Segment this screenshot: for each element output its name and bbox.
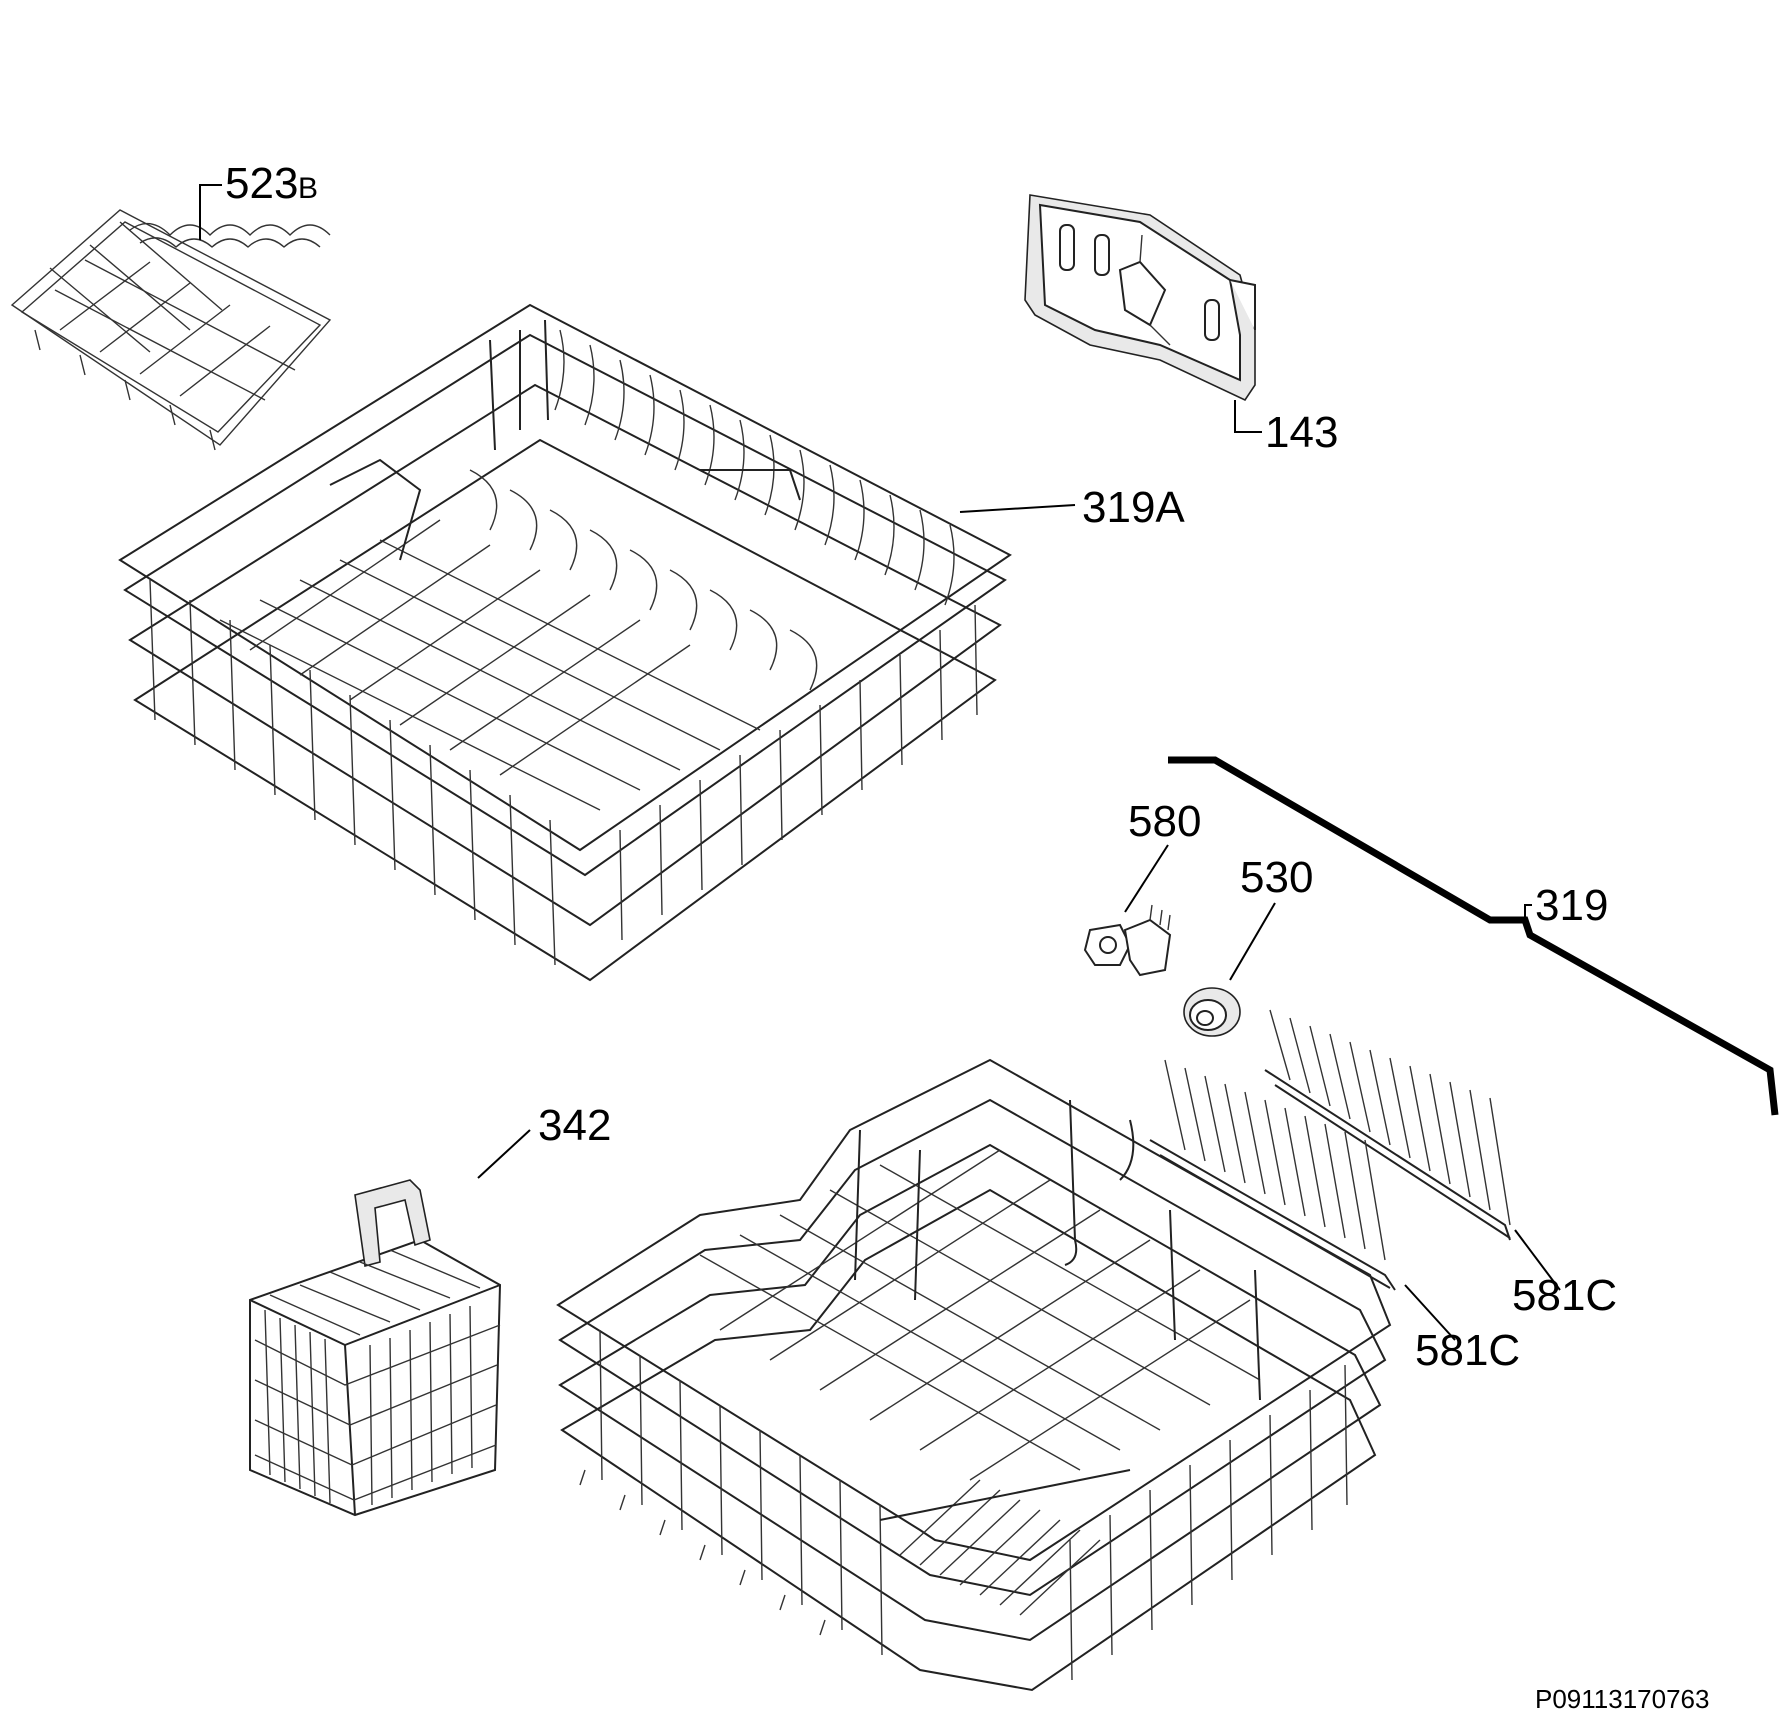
callout-319a: 319A xyxy=(959,483,1185,532)
part-319-assembly-bracket: 319 xyxy=(1168,756,1779,1116)
part-580-rail-clip xyxy=(1083,904,1172,977)
leader-line-530 xyxy=(1229,902,1276,981)
part-581c-tine-rack-lower xyxy=(1149,1059,1396,1291)
callout-label-143: 143 xyxy=(1265,408,1338,457)
callout-label-523b-suffix: B xyxy=(298,172,318,205)
callout-label-581c-lower: 581C xyxy=(1415,1326,1520,1375)
leader-line-581c-lower xyxy=(1404,1284,1456,1341)
diagram-reference-code: P09113170763 xyxy=(1535,1684,1709,1714)
callout-label-530: 530 xyxy=(1240,853,1313,902)
callout-143: 143 xyxy=(1234,400,1338,457)
part-319-lower-basket xyxy=(556,1058,1392,1692)
callout-label-581c-upper: 581C xyxy=(1512,1271,1617,1320)
part-530-wheel xyxy=(1183,987,1241,1037)
leader-line-523b xyxy=(199,184,222,240)
callout-581c-upper: 581C xyxy=(1512,1229,1617,1320)
leader-line-581c-upper xyxy=(1514,1229,1561,1291)
callout-label-523b-number: 523 xyxy=(225,159,298,208)
part-523b-cup-rack xyxy=(10,209,332,451)
leader-line-319a xyxy=(959,504,1076,513)
callout-342: 342 xyxy=(477,1101,611,1179)
callout-label-342: 342 xyxy=(538,1101,611,1150)
callout-580: 580 xyxy=(1124,797,1201,913)
part-342-cutlery-basket xyxy=(249,1179,502,1517)
callout-label-319a: 319A xyxy=(1082,483,1185,532)
part-581c-tine-rack-upper xyxy=(1264,1009,1511,1241)
callout-581c-lower: 581C xyxy=(1404,1284,1520,1375)
callout-label-319: 319 xyxy=(1535,881,1608,930)
callout-523b: 523 B xyxy=(199,159,318,240)
leader-line-319 xyxy=(1524,904,1532,920)
part-319a-upper-basket xyxy=(118,303,1012,982)
callout-530: 530 xyxy=(1229,853,1313,981)
leader-line-342 xyxy=(477,1129,531,1179)
leader-line-580 xyxy=(1124,844,1169,913)
leader-line-143 xyxy=(1234,400,1262,433)
part-143-rail-bracket xyxy=(1024,194,1256,402)
callout-label-580: 580 xyxy=(1128,797,1201,846)
